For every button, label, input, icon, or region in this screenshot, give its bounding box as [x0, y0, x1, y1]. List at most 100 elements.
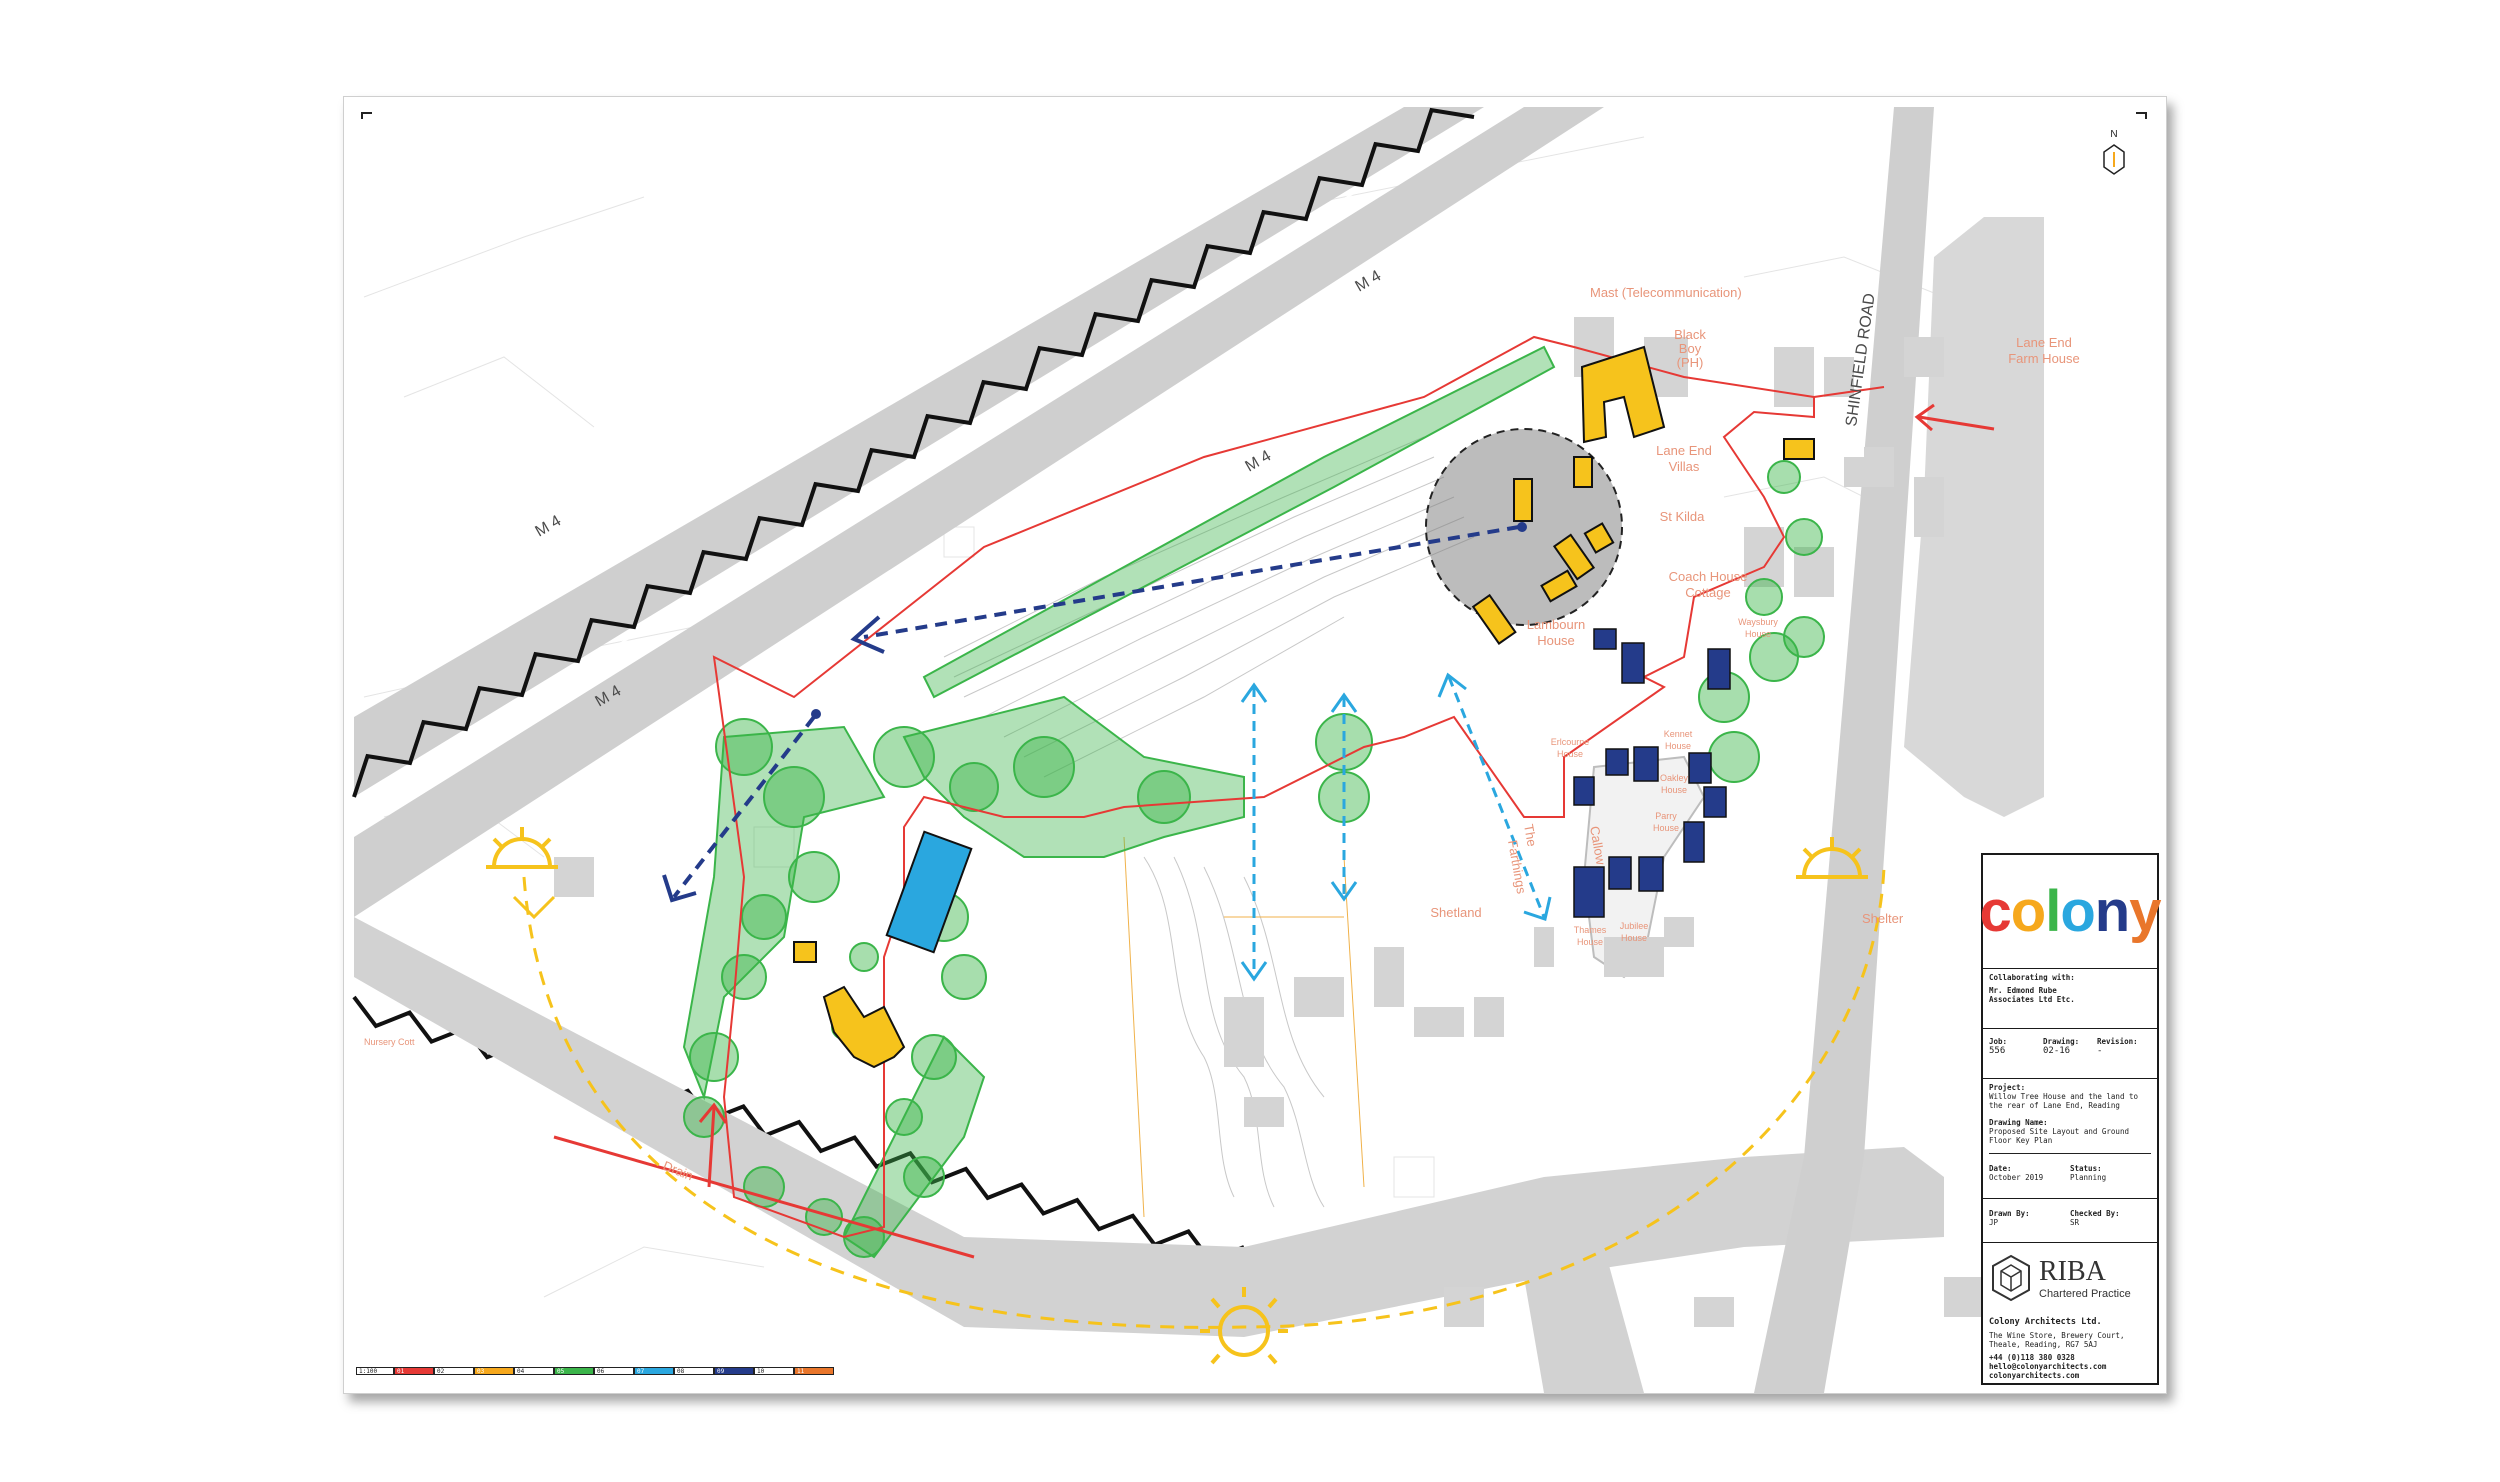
checked-label: Checked By: [2070, 1209, 2120, 1218]
project-value: Willow Tree House and the land to the re… [1989, 1092, 2139, 1110]
sun-path [522, 866, 1886, 1329]
drawn-section: Drawn By:JP Checked By:SR [1983, 1199, 2157, 1243]
label-nursery: Nursery Cott [364, 1037, 415, 1047]
scale-cell: 10 [754, 1367, 794, 1375]
firm-website[interactable]: colonyarchitects.com [1989, 1371, 2080, 1380]
acoustic-barrier-north [352, 107, 1475, 798]
label-coach-house-2: Cottage [1685, 585, 1731, 600]
logo-letter: y [2129, 878, 2161, 944]
view-arrows [662, 522, 1527, 903]
logo-letter: l [2045, 878, 2061, 944]
label-parry-2: House [1653, 823, 1679, 833]
scale-cell: 05 [554, 1367, 594, 1375]
existing-buildings [1573, 628, 1731, 918]
job-section: Job:556 Drawing:02-16 Revision:- [1983, 1029, 2157, 1079]
logo-letter: o [2060, 878, 2095, 944]
drain-boundary [553, 1135, 975, 1259]
riba-logo: RIBA Chartered Practice [1989, 1253, 2151, 1303]
revision-label: Revision: [2097, 1037, 2138, 1046]
label-mast: Mast (Telecommunication) [1590, 285, 1742, 300]
checked-value: SR [2070, 1218, 2080, 1227]
drawing-name-label: Drawing Name: [1989, 1118, 2048, 1127]
proposed-buildings [793, 345, 1815, 1069]
riba-subtitle: Chartered Practice [2039, 1288, 2131, 1300]
shinfield-road [1754, 107, 1934, 1393]
label-black-boy-3: (PH) [1677, 355, 1704, 370]
label-coach-house: Coach House [1669, 569, 1748, 584]
access-arrows [1252, 676, 1546, 977]
label-parry: Parry [1655, 811, 1677, 821]
job-label: Job: [1989, 1037, 2008, 1046]
logo-letter: n [2094, 878, 2130, 944]
scale-cell: 01 [394, 1367, 434, 1375]
label-oakley-2: House [1661, 785, 1687, 795]
scale-cell: 11 [794, 1367, 834, 1375]
label-shelter: Shelter [1862, 911, 1904, 926]
label-lane-end-villas: Lane End [1656, 443, 1712, 458]
riba-hex-icon [1992, 1254, 2030, 1302]
title-block: colony Collaborating with: Mr. Edmond Ru… [1980, 853, 2161, 1385]
logo-letter: o [2010, 878, 2046, 944]
firm-address-2: Theale, Reading, RG7 5AJ [1989, 1340, 2098, 1349]
firm-address: The Wine Store, Brewery Court, [1989, 1331, 2125, 1340]
m4-carriageway-south [354, 107, 1604, 917]
firm-name: Colony Architects Ltd. [1989, 1317, 2102, 1327]
colony-logo: colony [1980, 882, 2162, 941]
label-thames-2: House [1577, 937, 1603, 947]
north-label: N [2110, 129, 2117, 140]
revision-value: - [2097, 1046, 2103, 1056]
label-m4-4: M 4 [1243, 447, 1275, 475]
project-label: Project: [1989, 1083, 2026, 1092]
logo-letter: c [1979, 878, 2012, 944]
project-section: Project: Willow Tree House and the land … [1983, 1079, 2157, 1199]
logo-section: colony [1980, 855, 2161, 969]
crop-mark [2136, 112, 2147, 119]
contours [943, 436, 1475, 1208]
scale-cell: 06 [594, 1367, 634, 1375]
collab-section: Collaborating with: Mr. Edmond Rube Asso… [1983, 969, 2157, 1029]
label-erlcourne: Erlcourne [1551, 737, 1590, 747]
job-value: 556 [1989, 1046, 2006, 1056]
drawing-label: Drawing: [2043, 1037, 2080, 1046]
label-waysbury: Waysbury [1738, 617, 1778, 627]
label-the-farthings: The [1521, 823, 1540, 848]
drawn-label: Drawn By: [1989, 1209, 2030, 1218]
north-arrow: N [2103, 129, 2125, 175]
label-st-kilda: St Kilda [1660, 509, 1706, 524]
scale-label: 1:100 [356, 1367, 394, 1375]
label-black-boy-2: Boy [1679, 341, 1702, 356]
firm-email[interactable]: hello@colonyarchitects.com [1989, 1362, 2107, 1371]
scale-cell: 02 [434, 1367, 474, 1375]
label-callow: Callow [1587, 825, 1609, 867]
label-lane-end-villas-2: Villas [1669, 459, 1700, 474]
label-kennet: Kennet [1664, 729, 1693, 739]
label-kennet-2: House [1665, 741, 1691, 751]
label-jubilee: Jubilee [1620, 921, 1649, 931]
southern-road [354, 917, 1944, 1337]
label-thames: Thames [1574, 925, 1607, 935]
label-lambourn-2: House [1537, 633, 1575, 648]
scale-cell: 09 [714, 1367, 754, 1375]
crop-mark [361, 112, 372, 119]
date-label: Date: [1989, 1164, 2012, 1173]
entrance-arrow-south [707, 1106, 716, 1188]
label-m4-2: M 4 [1353, 267, 1385, 295]
drawing-name-value: Proposed Site Layout and Ground Floor Ke… [1989, 1127, 2129, 1145]
sun-icon [486, 827, 1868, 1365]
label-black-boy: Black [1674, 327, 1706, 342]
label-lambourn: Lambourn [1527, 617, 1586, 632]
firm-phone: +44 (0)118 380 0328 [1989, 1353, 2075, 1362]
proposed-main-house [885, 830, 973, 954]
collab-value-2: Associates Ltd Etc. [1989, 995, 2075, 1004]
label-jubilee-2: House [1621, 933, 1647, 943]
status-value: Planning [2070, 1173, 2107, 1182]
site-plan: N Mast (Telecommunication) Black Boy (PH… [352, 106, 2147, 1393]
label-shetland: Shetland [1430, 905, 1481, 920]
collab-label: Collaborating with: [1989, 973, 2075, 982]
label-m4: M 4 [533, 512, 565, 540]
neighbour-buildings [554, 317, 1984, 1327]
scale-cell: 03 [474, 1367, 514, 1375]
drawing-sheet: N Mast (Telecommunication) Black Boy (PH… [343, 96, 2167, 1394]
drawn-value: JP [1989, 1218, 1999, 1227]
